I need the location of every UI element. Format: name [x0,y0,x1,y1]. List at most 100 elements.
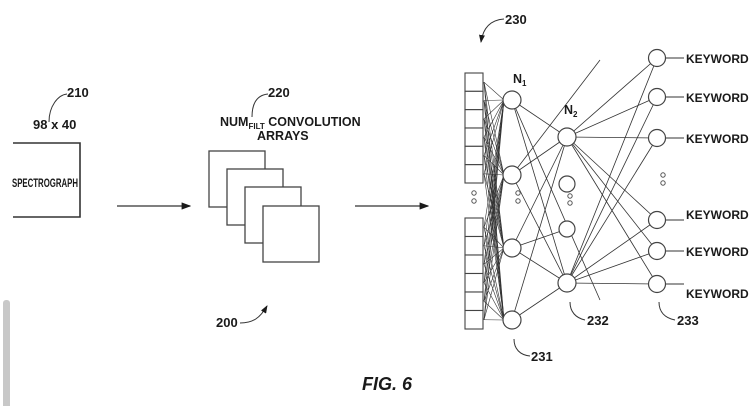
ellipsis-dot [567,193,573,199]
scrollbar[interactable] [3,300,10,406]
svg-text:N2: N2 [564,103,578,119]
layer2-node [557,127,577,147]
ref-231: 231 [531,349,553,364]
layer1-node [502,90,522,110]
input-cell [464,72,484,92]
conv-title-line2: ARRAYS [257,129,309,143]
leader-arrow-200 [239,305,268,324]
neural-network: 230 N1 N2 231 232 233 [464,12,699,364]
ellipsis-dot [515,198,521,204]
layer2-node [558,175,576,193]
edge [511,136,568,249]
ref-232: 232 [587,313,609,328]
spectrograph-dims: 98 x 40 [33,117,76,132]
edge [483,247,505,283]
input-cell [464,309,484,330]
edge [483,99,505,174]
network-nodes [502,48,667,330]
edge [483,99,505,138]
layer1-node [502,238,522,258]
output-node [647,210,667,230]
leader-line-220 [251,93,269,118]
layer2-sub: 2 [573,110,578,119]
output-node [647,241,667,261]
layer2-node [557,273,577,293]
output-label-5: KEYWORD n [686,245,749,259]
ref-200: 200 [216,315,238,330]
edge [566,250,658,284]
layer2-node [558,220,576,238]
layer1-node [502,165,522,185]
edge [566,136,658,221]
ref-220: 220 [268,85,290,100]
edge [566,96,658,284]
figure-caption: FIG. 6 [362,374,413,394]
edge [511,59,601,176]
ref-230: 230 [505,12,527,27]
edge [566,57,658,284]
edge [483,99,505,320]
edge [483,174,505,320]
input-cell [464,145,484,166]
edge [483,99,505,246]
edge [511,99,601,301]
input-cell [464,235,484,256]
output-node [647,48,667,68]
ellipsis-dot [660,180,666,186]
network-edges [483,57,684,321]
edge [511,136,568,321]
ellipsis-dot [471,198,477,204]
output-label-6: KEYWORD n [686,287,749,301]
edge [483,247,505,302]
ellipsis-dot [515,190,521,196]
leader-arrow-230 [479,18,505,43]
spectrograph-block: SPECTROGRAPH 98 x 40 210 [12,85,89,218]
edge [566,282,658,285]
edge [511,99,568,138]
edge [483,174,505,265]
edge [483,99,505,120]
edge [483,301,505,321]
convolution-arrays: NUMFILT CONVOLUTION ARRAYS 220 [208,85,361,263]
edge [511,228,568,249]
svg-text:N1: N1 [513,72,527,88]
leader-line-232 [569,301,586,321]
layer2-label: N [564,103,573,117]
input-column [464,72,666,330]
edge [483,137,505,176]
output-node [647,274,667,294]
output-labels: KEYWORD 1 KEYWORD 2 KEYWORD 3 KEYWORD n … [686,52,749,301]
edge [511,136,568,176]
output-label-3: KEYWORD 3 [686,132,749,146]
input-cell [464,127,484,147]
leader-line-231 [513,338,531,357]
conv-title-sub: FILT [248,122,264,131]
edge [566,136,658,252]
layer1-node [502,310,522,330]
edge [566,57,658,138]
edge [483,99,505,228]
output-node [647,87,667,107]
output-label-4: KEYWORD n [686,208,749,222]
edge [483,118,505,176]
ref-233: 233 [677,313,699,328]
edge [566,96,658,138]
leader-line-233 [658,301,676,321]
edge [511,99,568,284]
edge [566,219,658,284]
output-node [647,128,667,148]
ellipsis-dot [471,190,477,196]
input-cell [464,164,484,184]
edge [483,264,505,321]
input-cell [464,90,484,111]
edge [483,81,505,101]
output-label-2: KEYWORD 2 [686,91,749,105]
layer1-label: N [513,72,522,86]
conv-title-rest: CONVOLUTION [265,115,361,129]
input-cell [464,291,484,312]
ref-200-group: 200 [216,305,268,330]
input-cell [464,109,484,129]
output-label-1: KEYWORD 1 [686,52,749,66]
edge [483,99,505,283]
conv-title-main: NUM [220,115,248,129]
